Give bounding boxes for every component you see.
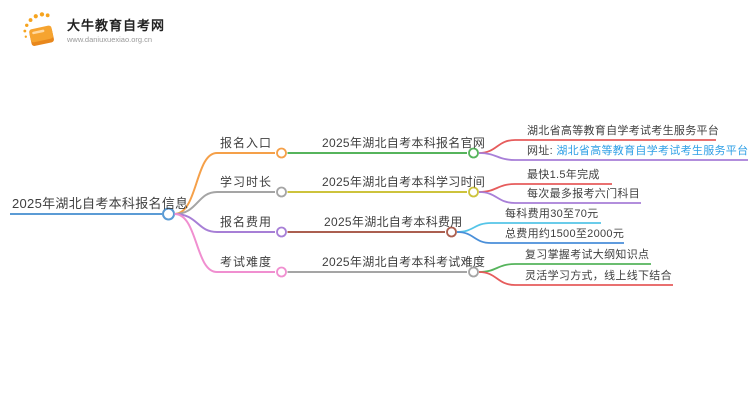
branch-handle-signup-fee (276, 226, 287, 238)
leaf-line-website (478, 152, 748, 161)
leaf-label-total-fee: 总费用约1500至2000元 (505, 228, 625, 240)
subtopic-handle-cost (446, 226, 457, 238)
branch-curve-signup-entry (174, 152, 275, 215)
leaf-website-link[interactable]: 湖北省高等教育自学考试考生服务平台 (556, 145, 749, 157)
subtopic-handle-study-time (468, 186, 479, 198)
subtopic-label-difficulty: 2025年湖北自考本科考试难度 (322, 255, 486, 269)
leaf-line-flexible-study (478, 271, 673, 286)
subtopic-label-study-time: 2025年湖北自考本科学习时间 (322, 175, 486, 189)
subtopic-handle-signup-site (468, 147, 479, 159)
branch-label-study-duration: 学习时长 (220, 175, 273, 189)
branch-handle-exam-difficulty (276, 266, 287, 278)
leaf-website-prefix: 网址: (527, 145, 557, 157)
branch-handle-study-duration (276, 186, 287, 198)
branch-curve-study-duration (174, 191, 275, 215)
book-icon (23, 12, 54, 46)
branch-curve-exam-difficulty (174, 213, 275, 273)
leaf-label-max-subjects: 每次最多报考六门科目 (527, 188, 640, 200)
root-node-handle (162, 207, 175, 221)
branch-label-signup-entry: 报名入口 (220, 136, 273, 150)
branch-label-signup-fee: 报名费用 (220, 215, 273, 229)
leaf-line-total-fee (456, 231, 624, 244)
site-logo[interactable]: 大牛教育自考网 www.daniuxuexiao.org.cn (22, 11, 165, 51)
root-node-label: 2025年湖北自考本科报名信息 (12, 196, 189, 211)
leaf-label-flexible-study: 灵活学习方式，线上线下结合 (525, 270, 672, 282)
leaf-label-platform: 湖北省高等教育自学考试考生服务平台 (527, 125, 720, 137)
branch-label-exam-difficulty: 考试难度 (220, 255, 273, 269)
branch-handle-signup-entry (276, 147, 287, 159)
leaf-label-website: 网址: 湖北省高等教育自学考试考生服务平台 (527, 145, 748, 159)
site-url: www.daniuxuexiao.org.cn (67, 35, 153, 44)
leaf-line-max-subjects (478, 191, 641, 204)
leaf-label-fastest: 最快1.5年完成 (527, 169, 600, 181)
leaf-label-review-outline: 复习掌握考试大纲知识点 (525, 249, 650, 261)
site-name: 大牛教育自考网 (67, 18, 166, 33)
leaf-label-per-subject-fee: 每科费用30至70元 (505, 208, 599, 220)
subtopic-label-signup-site: 2025年湖北自考本科报名官网 (322, 136, 486, 150)
subtopic-label-cost: 2025年湖北自考本科费用 (324, 215, 463, 229)
subtopic-handle-difficulty (468, 266, 479, 278)
